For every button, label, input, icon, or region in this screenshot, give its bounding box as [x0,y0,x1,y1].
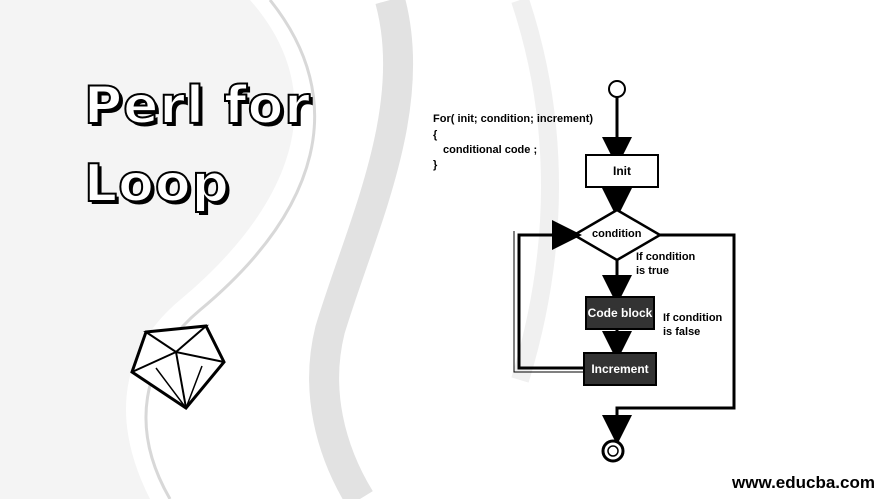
title-line-2: Loop [83,154,230,214]
false-branch-label-2: is false [663,326,701,338]
init-box: Init [585,154,659,188]
site-url: www.educba.com [732,473,875,492]
true-branch-label-2: is true [636,265,670,277]
condition-label: condition [592,228,642,240]
code-block-box: Code block [585,296,655,330]
increment-box: Increment [583,352,657,386]
code-line-2: { [433,129,438,141]
title-line-1: Perl for [83,76,311,136]
false-branch-label-1: If condition [663,312,723,324]
code-line-4: } [433,159,438,171]
true-branch-label-1: If condition [636,251,696,263]
ruby-gem-icon [130,324,226,410]
code-line-1: For( init; condition; increment) [433,113,594,125]
code-line-3: conditional code ; [443,144,538,156]
